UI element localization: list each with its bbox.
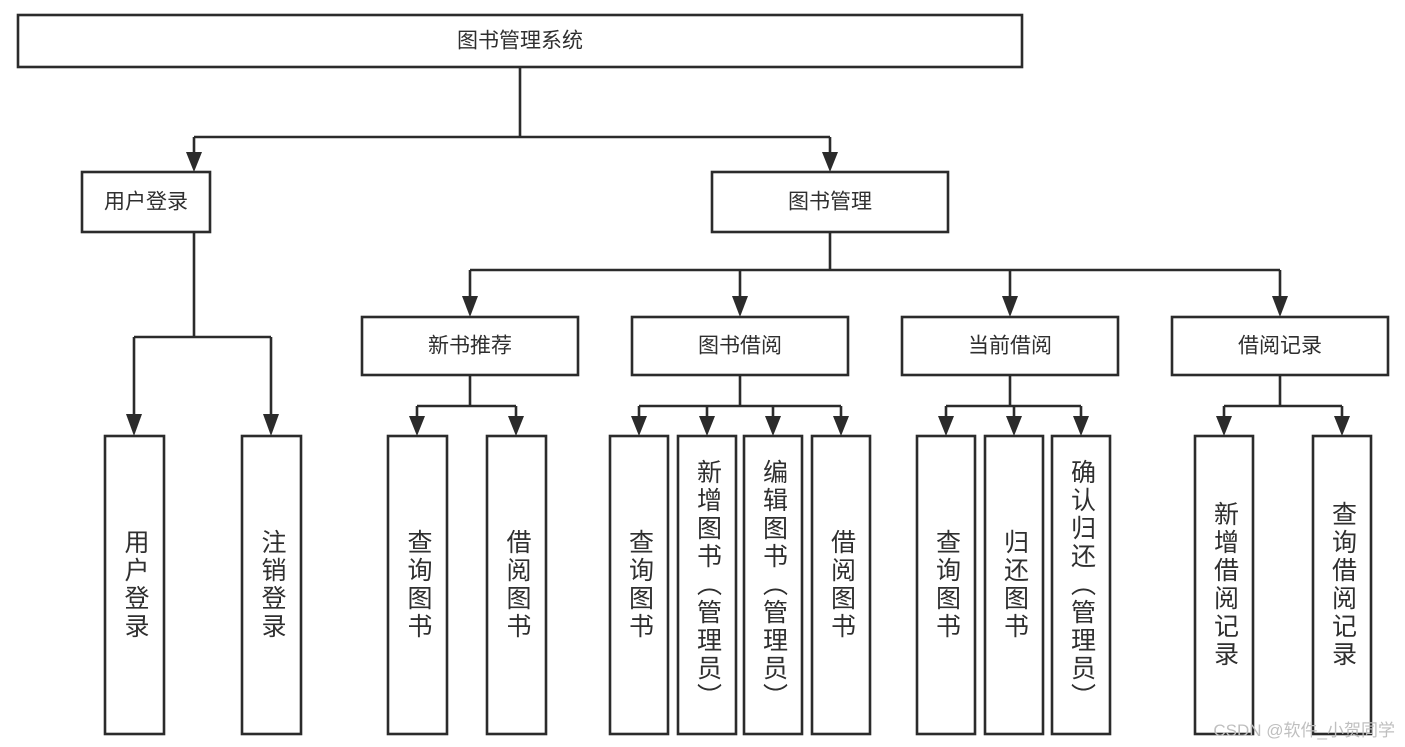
edge-group-user-login: [126, 232, 279, 436]
arrow-head-leaf-query-book-b: [631, 416, 647, 436]
node-borrow-record-label: 借阅记录: [1238, 335, 1322, 358]
node-borrow-record[interactable]: 借阅记录: [1170, 315, 1390, 377]
node-book-manage[interactable]: 图书管理: [710, 170, 950, 234]
leaf-edit-book-box[interactable]: [742, 434, 804, 736]
node-new-book-rec-label: 新书推荐: [428, 335, 512, 358]
leaf-query-book-rec-box[interactable]: [386, 434, 449, 736]
leaf-borrow-book-b-box[interactable]: [810, 434, 872, 736]
leaf-user-login-box[interactable]: [103, 434, 166, 736]
node-borrow-record-box[interactable]: [1170, 315, 1390, 377]
node-root[interactable]: 图书管理系统: [16, 13, 1024, 69]
node-user-login[interactable]: 用户登录: [80, 170, 212, 234]
node-book-manage-box[interactable]: [710, 170, 950, 234]
edge-group-book-borrow: [631, 375, 849, 436]
node-root-box[interactable]: [16, 13, 1024, 69]
node-book-borrow-label: 图书借阅: [698, 335, 782, 358]
arrow-head-leaf-query-record: [1334, 416, 1350, 436]
edge-group-new-book-rec: [409, 375, 524, 436]
arrow-head-leaf-user-login: [126, 414, 142, 436]
edge-group-book-manage: [462, 232, 1288, 317]
edge-group-root: [186, 67, 838, 172]
arrow-head-user-login: [186, 152, 202, 172]
watermark-text: CSDN @软件_小贺同学: [1213, 721, 1395, 740]
arrow-head-leaf-borrow-book-b: [833, 416, 849, 436]
leaf-add-record-box[interactable]: [1193, 434, 1255, 736]
leaf-borrow-book-rec-box[interactable]: [485, 434, 548, 736]
arrow-head-leaf-add-book: [699, 416, 715, 436]
arrow-head-book-borrow: [732, 296, 748, 317]
leaf-logout-box[interactable]: [240, 434, 303, 736]
node-current-borrow[interactable]: 当前借阅: [900, 315, 1120, 377]
node-new-book-rec[interactable]: 新书推荐: [360, 315, 580, 377]
node-book-borrow[interactable]: 图书借阅: [630, 315, 850, 377]
arrow-head-leaf-edit-book: [765, 416, 781, 436]
arrow-head-leaf-return-book: [1006, 416, 1022, 436]
arrow-head-book-manage: [822, 152, 838, 172]
node-current-borrow-label: 当前借阅: [968, 335, 1052, 358]
leaf-query-book-c-box[interactable]: [915, 434, 977, 736]
node-user-login-label: 用户登录: [104, 191, 188, 214]
arrow-head-leaf-query-book-rec: [409, 416, 425, 436]
node-book-borrow-box[interactable]: [630, 315, 850, 377]
leaf-add-book-box[interactable]: [676, 434, 738, 736]
node-current-borrow-box[interactable]: [900, 315, 1120, 377]
arrow-head-new-book-rec: [462, 296, 478, 317]
leaf-return-book-box[interactable]: [983, 434, 1045, 736]
arrow-head-borrow-record: [1272, 296, 1288, 317]
arrow-head-leaf-borrow-book-rec: [508, 416, 524, 436]
node-book-manage-label: 图书管理: [788, 191, 872, 214]
arrow-head-leaf-query-book-c: [938, 416, 954, 436]
edge-group-borrow-record: [1216, 375, 1350, 436]
arrow-head-leaf-logout: [263, 414, 279, 436]
leaf-box-group: [103, 434, 1373, 736]
arrow-head-current-borrow: [1002, 296, 1018, 317]
edge-group-current-borrow: [938, 375, 1089, 436]
node-root-label: 图书管理系统: [457, 30, 583, 53]
arrow-head-leaf-add-record: [1216, 416, 1232, 436]
arrow-head-leaf-confirm-return: [1073, 416, 1089, 436]
node-new-book-rec-box[interactable]: [360, 315, 580, 377]
node-user-login-box[interactable]: [80, 170, 212, 234]
leaf-query-book-b-box[interactable]: [608, 434, 670, 736]
leaf-query-record-box[interactable]: [1311, 434, 1373, 736]
leaf-confirm-return-box[interactable]: [1050, 434, 1112, 736]
